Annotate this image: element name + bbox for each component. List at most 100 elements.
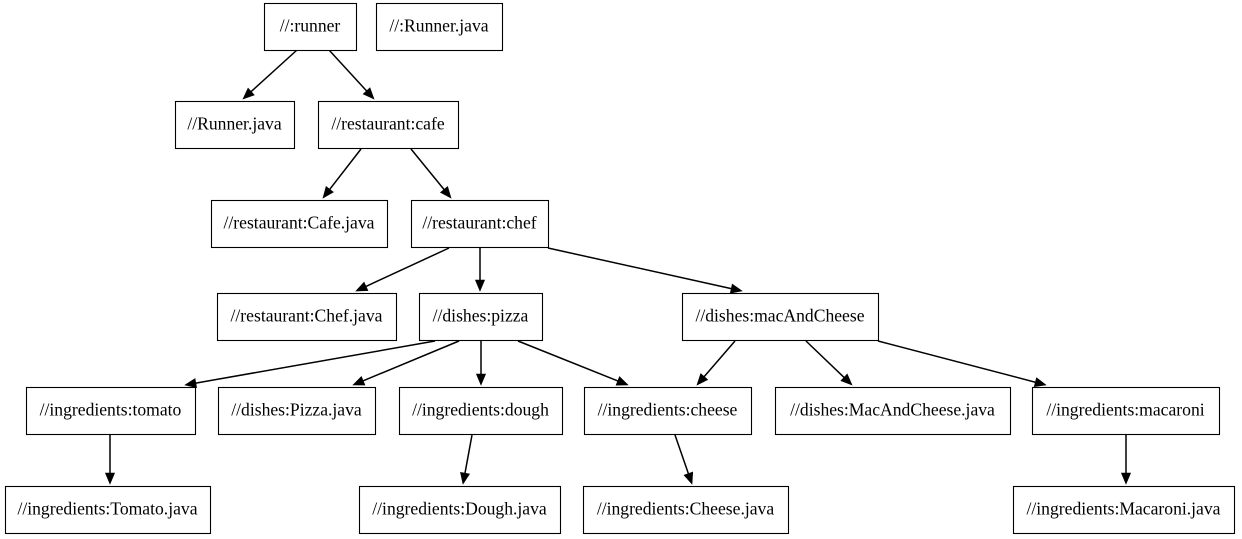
node-label: //restaurant:chef xyxy=(422,213,536,233)
graph-node-dough_java[interactable]: //ingredients:Dough.java xyxy=(358,485,562,535)
graph-node-dishes_pizza[interactable]: //dishes:pizza xyxy=(418,292,544,342)
edge-line xyxy=(703,340,736,378)
graph-edge xyxy=(877,340,1047,388)
graph-node-pizza_java[interactable]: //dishes:Pizza.java xyxy=(217,386,377,436)
edge-arrowhead-icon xyxy=(352,376,366,386)
graph-node-runner_java_root[interactable]: //:Runner.java xyxy=(375,2,504,52)
node-box[interactable] xyxy=(774,386,1012,436)
edge-arrowhead-icon xyxy=(840,373,853,386)
edge-arrowhead-icon xyxy=(683,471,694,485)
edge-layer xyxy=(104,49,1132,485)
node-box[interactable] xyxy=(375,2,504,52)
node-box[interactable] xyxy=(263,2,358,52)
graph-node-runner[interactable]: //:runner xyxy=(263,2,358,52)
graph-edge xyxy=(805,340,853,386)
edge-line xyxy=(464,434,473,474)
node-box[interactable] xyxy=(217,386,377,436)
node-label: //ingredients:tomato xyxy=(40,400,182,420)
edge-arrowhead-icon xyxy=(322,185,334,199)
node-box[interactable] xyxy=(681,292,880,342)
edge-line xyxy=(250,49,298,93)
graph-node-chef_java[interactable]: //restaurant:Chef.java xyxy=(216,292,398,342)
edge-line xyxy=(195,340,436,384)
node-box[interactable] xyxy=(4,485,212,535)
edge-line xyxy=(877,340,1036,383)
node-label: //dishes:pizza xyxy=(433,306,529,326)
graph-node-tomato_java[interactable]: //ingredients:Tomato.java xyxy=(4,485,212,535)
edge-line xyxy=(329,148,362,190)
node-label: //dishes:macAndCheese xyxy=(695,306,864,326)
graph-edge xyxy=(355,247,450,292)
edge-arrowhead-icon xyxy=(474,279,486,292)
edge-arrowhead-icon xyxy=(615,376,629,386)
node-box[interactable] xyxy=(25,386,197,436)
edge-arrowhead-icon xyxy=(184,378,198,389)
node-label: //dishes:Pizza.java xyxy=(231,400,362,420)
edge-line xyxy=(547,247,732,290)
node-box[interactable] xyxy=(358,485,562,535)
node-box[interactable] xyxy=(210,199,389,249)
node-box[interactable] xyxy=(410,199,550,249)
node-label: //ingredients:Cheese.java xyxy=(597,499,775,519)
edge-arrowhead-icon xyxy=(729,283,743,294)
node-box[interactable] xyxy=(398,386,564,436)
node-box[interactable] xyxy=(216,292,398,342)
node-box[interactable] xyxy=(317,100,460,150)
node-box[interactable] xyxy=(1012,485,1236,535)
node-label: //restaurant:cafe xyxy=(331,114,445,134)
graph-node-cheese_java[interactable]: //ingredients:Cheese.java xyxy=(582,485,790,535)
graph-edge xyxy=(475,341,487,386)
graph-node-ing_cheese[interactable]: //ingredients:cheese xyxy=(583,386,753,436)
node-label: //ingredients:Tomato.java xyxy=(17,499,197,519)
edge-arrowhead-icon xyxy=(439,186,452,199)
node-label: //restaurant:Chef.java xyxy=(231,306,383,326)
edge-arrowhead-icon xyxy=(460,471,471,485)
graph-node-macaroni_java[interactable]: //ingredients:Macaroni.java xyxy=(1012,485,1236,535)
graph-edge xyxy=(696,340,736,386)
graph-edge xyxy=(242,49,298,100)
edge-arrowhead-icon xyxy=(355,281,369,292)
graph-node-dishes_mac[interactable]: //dishes:macAndCheese xyxy=(681,292,880,342)
edge-line xyxy=(805,340,845,378)
graph-edge xyxy=(328,49,375,100)
node-label: //Runner.java xyxy=(187,114,281,134)
edge-line xyxy=(362,340,460,382)
graph-node-ing_dough[interactable]: //ingredients:dough xyxy=(398,386,564,436)
node-label: //restaurant:Cafe.java xyxy=(224,213,375,233)
graph-edge xyxy=(547,247,743,294)
node-label: //ingredients:Dough.java xyxy=(372,499,547,519)
node-box[interactable] xyxy=(1031,386,1221,436)
edge-arrowhead-icon xyxy=(242,87,255,100)
node-label: //ingredients:macaroni xyxy=(1046,400,1204,420)
edge-line xyxy=(328,49,368,92)
edge-arrowhead-icon xyxy=(1120,472,1132,485)
node-label: //ingredients:Macaroni.java xyxy=(1027,499,1221,519)
graph-edge xyxy=(104,435,116,485)
graph-edge xyxy=(474,248,486,292)
node-label: //:Runner.java xyxy=(389,16,488,36)
edge-line xyxy=(517,340,619,382)
node-box[interactable] xyxy=(582,485,790,535)
node-box[interactable] xyxy=(583,386,753,436)
graph-node-restaurant_chef[interactable]: //restaurant:chef xyxy=(410,199,550,249)
edge-arrowhead-icon xyxy=(104,472,116,485)
graph-node-cafe_java[interactable]: //restaurant:Cafe.java xyxy=(210,199,389,249)
node-box[interactable] xyxy=(174,100,296,150)
graph-node-ing_tomato[interactable]: //ingredients:tomato xyxy=(25,386,197,436)
graph-edge xyxy=(674,434,694,485)
edge-line xyxy=(410,148,445,190)
node-label: //ingredients:dough xyxy=(412,400,549,420)
edge-arrowhead-icon xyxy=(1033,377,1047,388)
graph-node-ing_macaroni[interactable]: //ingredients:macaroni xyxy=(1031,386,1221,436)
graph-node-runner_java[interactable]: //Runner.java xyxy=(174,100,296,150)
graph-node-mac_java[interactable]: //dishes:MacAndCheese.java xyxy=(774,386,1012,436)
edge-arrowhead-icon xyxy=(362,87,375,100)
graph-edge xyxy=(1120,435,1132,485)
node-label: //:runner xyxy=(280,16,341,36)
node-box[interactable] xyxy=(418,292,544,342)
graph-node-restaurant_cafe[interactable]: //restaurant:cafe xyxy=(317,100,460,150)
node-label: //ingredients:cheese xyxy=(598,400,738,420)
graph-edge xyxy=(352,340,460,386)
